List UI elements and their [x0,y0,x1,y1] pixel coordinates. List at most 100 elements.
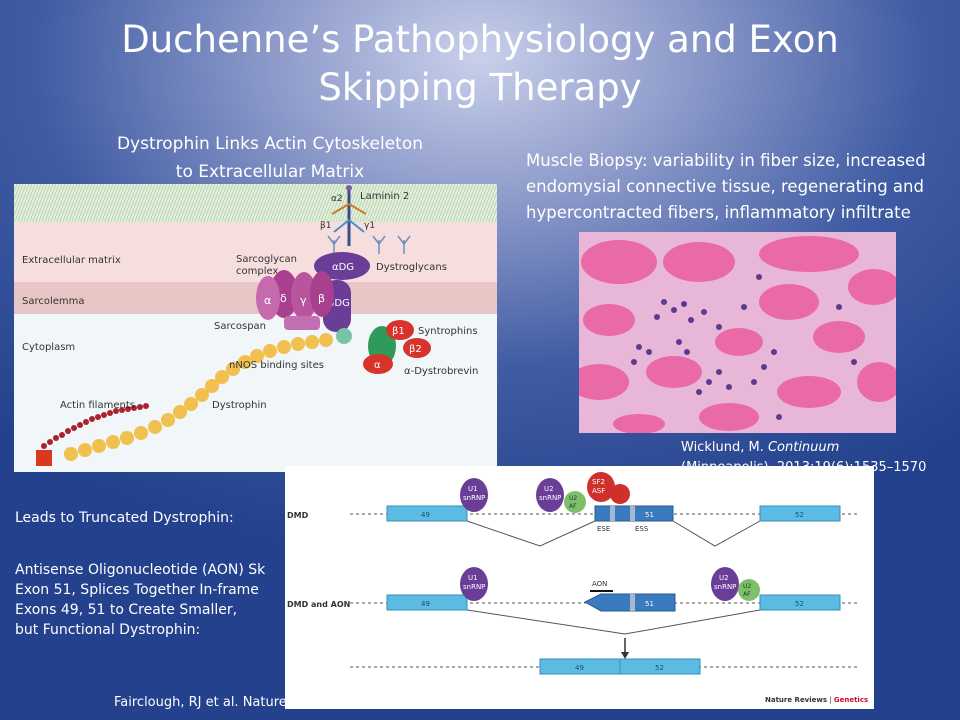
row2-exon52-label: 52 [795,600,804,608]
dystrophin-complex-diagram: Extracellular matrix Sarcolemma Cytoplas… [14,184,497,472]
aon-label: AON [592,580,607,588]
dystrophin-heading-line2: to Extracellular Matrix [175,162,365,182]
sarcospan-label: Sarcospan [214,321,266,332]
dystrophin-label: Dystrophin [212,400,267,411]
sf2-label: SF2 [592,478,605,486]
row2-u2af [738,579,760,601]
syn-b1-label: β1 [392,326,405,337]
gamma1-label: γ1 [364,221,375,231]
muscle-biopsy-image [579,232,896,433]
sarcospan [284,316,320,330]
row1-u2af [564,491,586,513]
aon-line2: Exon 51, Splices Together In-frame [15,582,259,598]
row1-exon52-label: 52 [795,511,804,519]
actin-filament [41,403,149,449]
syntrophin-beta2 [403,338,431,358]
biopsy-citation-author: Wicklund, M. [681,440,768,455]
row2-u2af-u2: U2 [743,583,751,590]
aon-line1: Antisense Oligonucleotide (AON) Sk [15,562,266,578]
sarcoglycan-label1: Sarcoglycan [236,254,297,265]
row3-exon52 [619,658,701,675]
row1-u2-snrnp [536,478,564,512]
row1-splice1 [466,520,596,547]
slide-title: Duchenne’s Pathophysiology and Exon Skip… [121,18,839,109]
syn-b2-label: β2 [409,344,422,355]
syntrophins-label: Syntrophins [418,326,478,337]
row1-exon49 [386,505,468,522]
gamma-label: γ [300,294,307,307]
row2-u2af-af: AF [743,591,751,598]
row2-u2-label: U2 [719,574,729,582]
alpha-label: α [264,294,271,307]
row2-u1-snrnp-label: snRNP [463,583,485,591]
beta1-label: β1 [320,221,331,231]
biopsy-citation-journal: Continuum [767,440,840,455]
row2-u1-label: U1 [468,574,478,582]
row1-u2-snrnp-label: snRNP [539,494,561,502]
row1-exon49-label: 49 [421,511,430,519]
aon-line3: Exons 49, 51 to Create Smaller, [15,602,238,618]
sarcoglycan-label2: complex [236,266,278,277]
ess-label: ESS [635,525,649,533]
adg-label: αDG [332,262,354,273]
row1-exon51-label: 51 [645,511,654,519]
alpha2-label: α2 [331,194,343,204]
row1-u2af-af: AF [569,503,577,510]
bottom-citation: Fairclough, RJ et al. Nature [114,695,287,710]
row2-u1-snrnp [460,567,488,601]
aon-line4: but Functional Dystrophin: [15,622,201,638]
row1-u1-snrnp-label: snRNP [463,494,485,502]
syn-a-label: α [374,360,381,371]
delta-label: δ [280,292,287,305]
row2-u2-snrnp-label: snRNP [714,583,736,591]
exon-skipping-diagram: DMD 49 51 ESE ESS 52 U1 snRNP U2 snRNP U… [285,466,874,709]
row1-label: DMD [287,511,309,520]
laminin-label: Laminin 2 [360,191,409,202]
alpha-sarcoglycan [256,276,280,320]
actin-label: Actin filaments [60,400,135,411]
sf2-asf [587,472,615,502]
sarcolemma-label: Sarcolemma [22,296,85,307]
dystrophin-rod [64,328,352,461]
leads-to-text: Leads to Truncated Dystrophin: [15,510,234,526]
row2-exon51-label: 51 [645,600,654,608]
syntrophin-beta1 [386,320,414,340]
beta-sarcoglycan [310,271,334,317]
row1-u1-snrnp [460,478,488,512]
actin-binding-domain [36,450,52,466]
dystrophin-heading: Dystrophin Links Actin Cytoskeleton to E… [60,130,480,186]
ecm-band [14,222,497,284]
nature-reviews-footer: Nature Reviews | Genetics [765,696,868,704]
aon-text: Antisense Oligonucleotide (AON) Sk Exon … [15,560,315,640]
cytoplasm-label: Cytoplasm [22,342,75,353]
row2-u2-snrnp [711,567,739,601]
dystrobrevin-label: α-Dystrobrevin [404,366,478,377]
row3-exon49-label: 49 [575,664,584,672]
biopsy-heading: Muscle Biopsy: variability in fiber size… [526,151,926,222]
muscle-fibers [579,236,896,433]
inflammatory-infiltrate [631,274,857,420]
ecm-label: Extracellular matrix [22,255,121,266]
syntrophin-alpha [363,354,393,374]
row1-u1-label: U1 [468,485,478,493]
dystrophin-heading-line1: Dystrophin Links Actin Cytoskeleton [116,134,424,154]
row1-splice2 [672,520,761,547]
row1-u2af-u2: U2 [569,495,577,502]
sarcolemma-band [14,282,497,314]
row1-u2-label: U2 [544,485,554,493]
alpha-dystroglycan [314,252,370,280]
dystroglycans-label: Dystroglycans [376,262,447,273]
nnos-label: nNOS binding sites [229,360,324,371]
gamma-sarcoglycan [291,272,317,320]
row2-exon49 [386,594,468,611]
beta-label: β [318,292,325,305]
row2-exon49-label: 49 [421,600,430,608]
row2-exon52 [759,594,841,611]
row2-label: DMD and AON [287,600,350,609]
ese-label: ESE [597,525,610,533]
row2-splice [466,609,761,635]
row3-exon52-label: 52 [655,664,664,672]
bdg-label: βDG [328,298,350,309]
row1-exon52 [759,505,841,522]
asf-label: ASF [592,487,605,495]
